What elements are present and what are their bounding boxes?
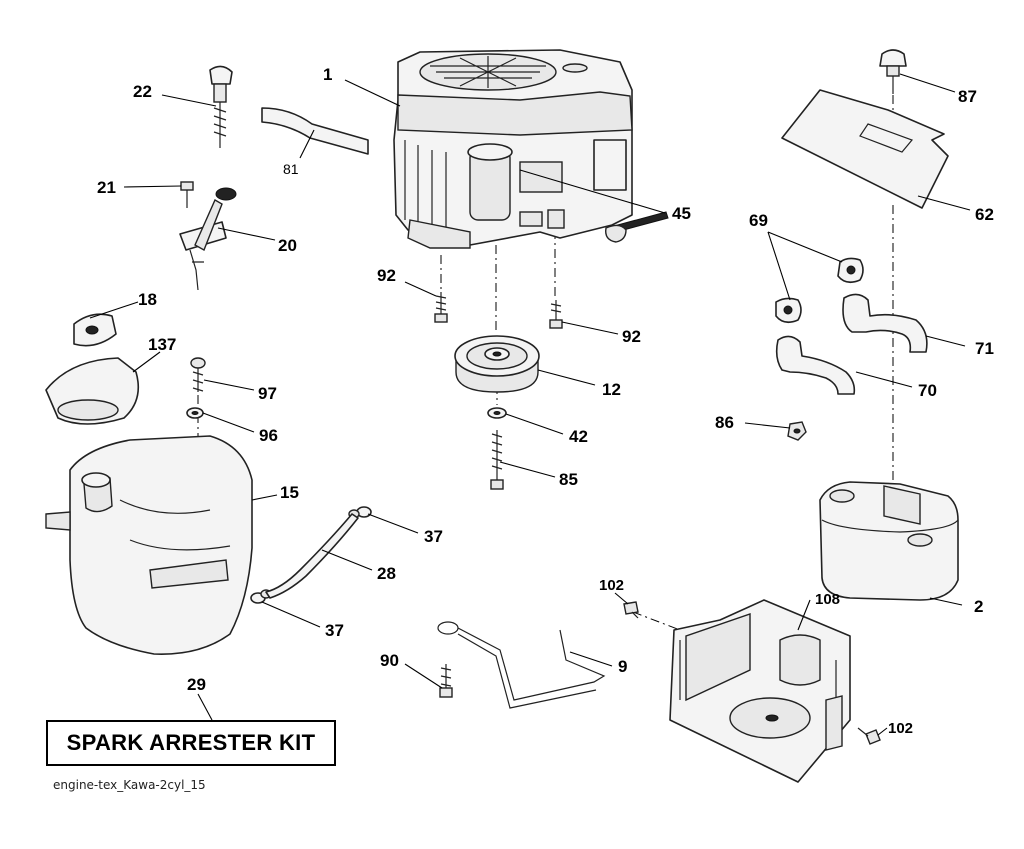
callout-12: 12 [602, 380, 621, 399]
bolt-92-right [549, 300, 563, 329]
bracket-108 [669, 599, 851, 783]
dipstick-22 [209, 65, 233, 148]
callout-71: 71 [975, 339, 994, 358]
engine [393, 49, 633, 249]
callout-92-left: 92 [377, 266, 396, 285]
hose-81 [261, 107, 369, 155]
callout-22: 22 [133, 82, 152, 101]
callout-69: 69 [749, 211, 768, 230]
callout-42: 42 [569, 427, 588, 446]
callout-85: 85 [559, 470, 578, 489]
callout-137: 137 [148, 335, 176, 354]
callout-21: 21 [97, 178, 116, 197]
throttle-control-20 [179, 187, 237, 291]
callout-29: 29 [187, 675, 206, 694]
callout-86: 86 [715, 413, 734, 432]
bolt-92-left [434, 292, 448, 323]
leader-lines [89, 73, 971, 736]
spark-arrester-kit-box: SPARK ARRESTER KIT [46, 720, 336, 766]
bolt-85 [490, 430, 504, 490]
callout-87: 87 [958, 87, 977, 106]
callout-97: 97 [258, 384, 277, 403]
screw-102-upper [623, 601, 639, 619]
callout-18: 18 [138, 290, 157, 309]
bolt-90 [439, 664, 453, 698]
washer-42 [487, 407, 507, 419]
callout-62: 62 [975, 205, 994, 224]
callout-9: 9 [618, 657, 627, 676]
callout-81: 81 [283, 161, 299, 177]
knob-87 [879, 49, 907, 94]
fuel-tank-15 [45, 435, 253, 655]
callout-108: 108 [815, 591, 840, 608]
exhaust-pipe-71 [842, 293, 928, 353]
callout-90: 90 [380, 651, 399, 670]
callout-37-lower: 37 [325, 621, 344, 640]
spark-arrester-kit-label: SPARK ARRESTER KIT [66, 730, 316, 755]
callout-20: 20 [278, 236, 297, 255]
callout-28: 28 [377, 564, 396, 583]
callout-1: 1 [323, 65, 332, 84]
fuel-line-28 [265, 513, 359, 599]
screw-97 [190, 357, 206, 392]
callout-102-lower: 102 [888, 720, 913, 737]
spark-plug-45 [605, 211, 669, 243]
screw-102-lower [857, 727, 881, 745]
callout-96: 96 [259, 426, 278, 445]
pulley-12 [454, 335, 540, 393]
callout-2: 2 [974, 597, 983, 616]
funnel-137 [45, 357, 140, 425]
gasket-69-upper [837, 257, 864, 284]
diagram-reference-code: engine-tex_Kawa-2cyl_15 [53, 778, 206, 792]
callout-45: 45 [672, 204, 691, 223]
washer-96 [186, 407, 204, 419]
shield-plate-62 [781, 89, 949, 209]
callout-labels: 1 22 81 21 20 45 87 62 69 71 70 86 92 92… [97, 65, 994, 737]
callout-15: 15 [280, 483, 299, 502]
callout-92-right: 92 [622, 327, 641, 346]
fuel-cap-18 [73, 313, 117, 347]
exhaust-pipe-70 [775, 335, 856, 395]
nut-86 [787, 421, 807, 441]
bolt-21 [180, 181, 194, 208]
rod-9 [437, 621, 606, 709]
callout-70: 70 [918, 381, 937, 400]
muffler-2 [819, 481, 959, 601]
gasket-69-lower [775, 297, 802, 324]
callout-102-upper: 102 [599, 577, 624, 594]
callout-37-upper: 37 [424, 527, 443, 546]
